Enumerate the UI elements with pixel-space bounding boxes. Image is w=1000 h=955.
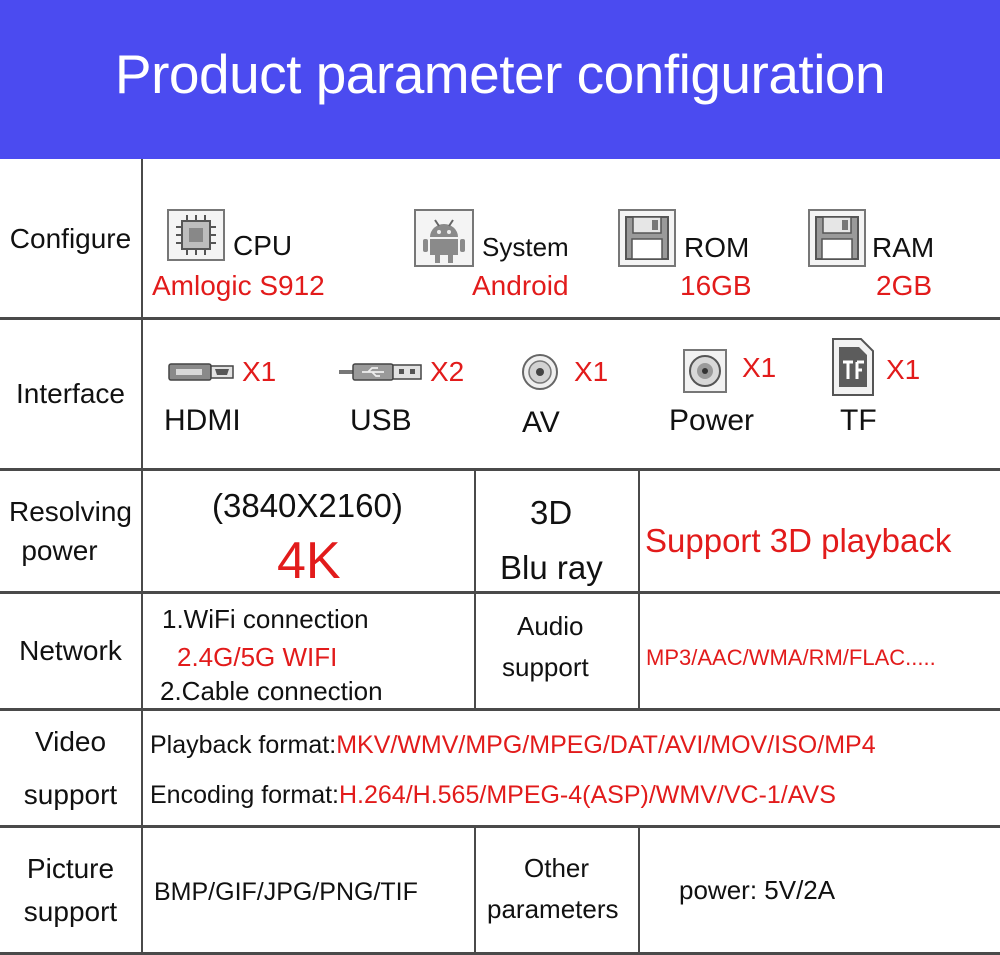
resolving-row-label: Resolving power — [0, 471, 141, 591]
audio-support-line1: Audio — [517, 611, 584, 641]
ram-name: RAM — [872, 232, 935, 263]
column-divider — [638, 827, 640, 952]
row-divider — [0, 468, 1000, 471]
other-parameters-line2: parameters — [487, 894, 619, 924]
rom-name: ROM — [684, 232, 750, 263]
system-value: Android — [472, 270, 569, 301]
power-count: X1 — [742, 352, 777, 383]
audio-formats: MP3/AAC/WMA/RM/FLAC..... — [646, 645, 936, 670]
column-divider — [474, 827, 476, 952]
audio-support-line2: support — [502, 652, 589, 682]
row-divider — [0, 825, 1000, 828]
network-row-label: Network — [0, 594, 141, 708]
cable-connection: 2.Cable connection — [160, 676, 383, 706]
resolving-label-line1: Resolving — [9, 495, 132, 527]
resolving-label-line2: power — [21, 535, 98, 566]
power-jack-icon — [683, 349, 727, 393]
power-spec: power: 5V/2A — [679, 875, 836, 905]
label-column-divider — [141, 159, 143, 955]
picture-row-label: Picture support — [0, 828, 141, 952]
tf-name: TF — [840, 404, 877, 437]
hdmi-count: X1 — [242, 356, 277, 387]
hdmi-plug-icon — [168, 363, 234, 381]
ram-value: 2GB — [876, 270, 933, 301]
column-divider — [474, 470, 476, 708]
configure-row-label: Configure — [0, 161, 141, 317]
usb-count: X2 — [430, 356, 465, 387]
row-divider — [0, 317, 1000, 320]
android-robot-icon — [414, 209, 474, 267]
row-divider — [0, 591, 1000, 594]
floppy-disk-icon — [808, 209, 866, 267]
usb-name: USB — [350, 404, 412, 437]
wifi-bands: 2.4G/5G WIFI — [177, 642, 338, 672]
tf-card-icon — [832, 338, 874, 396]
encoding-format-prefix: Encoding format: — [150, 781, 339, 809]
playback-formats: MKV/WMV/MPG/MPEG/DAT/AVI/MOV/ISO/MP4 — [336, 731, 876, 759]
page-header: Product parameter configuration — [0, 0, 1000, 159]
picture-label-line2: support — [23, 896, 118, 927]
interface-row-label: Interface — [0, 320, 141, 468]
rom-value: 16GB — [680, 270, 752, 301]
tf-count: X1 — [886, 354, 921, 385]
cpu-value: Amlogic S912 — [152, 270, 325, 301]
system-name: System — [482, 232, 569, 262]
video-label-line1: Video — [34, 725, 107, 757]
resolution-4k: 4K — [277, 532, 341, 590]
playback-format-line: Playback format:MKV/WMV/MPG/MPEG/DAT/AVI… — [150, 731, 876, 760]
encoding-formats: H.264/H.565/MPEG-4(ASP)/WMV/VC-1/AVS — [339, 781, 836, 809]
av-jack-icon — [522, 354, 558, 390]
configure-label: Configure — [9, 222, 132, 254]
video-label-line2: support — [23, 779, 118, 810]
row-divider — [0, 708, 1000, 711]
other-parameters-line1: Other — [524, 853, 590, 883]
cpu-chip-icon — [167, 209, 225, 261]
wifi-connection: 1.WiFi connection — [162, 604, 369, 634]
usb-plug-icon — [339, 363, 422, 381]
av-name: AV — [522, 406, 560, 439]
cpu-name: CPU — [233, 230, 293, 261]
interface-label: Interface — [16, 377, 125, 409]
picture-label-line1: Picture — [26, 852, 115, 884]
video-row-label: Video support — [0, 711, 141, 825]
encoding-format-line: Encoding format:H.264/H.565/MPEG-4(ASP)/… — [150, 781, 836, 810]
row-divider — [0, 952, 1000, 955]
av-count: X1 — [574, 356, 609, 387]
hdmi-name: HDMI — [164, 404, 241, 437]
column-divider — [638, 470, 640, 708]
blu-ray-label: Blu ray — [500, 549, 603, 586]
support-3d-playback: Support 3D playback — [645, 522, 952, 559]
page-title: Product parameter configuration — [114, 42, 886, 105]
picture-formats: BMP/GIF/JPG/PNG/TIF — [154, 878, 418, 906]
floppy-disk-icon — [618, 209, 676, 267]
playback-format-prefix: Playback format: — [150, 731, 337, 759]
three-d-label: 3D — [530, 494, 573, 531]
resolution-value: (3840X2160) — [212, 487, 403, 524]
power-name: Power — [669, 404, 755, 437]
network-label: Network — [19, 634, 122, 666]
